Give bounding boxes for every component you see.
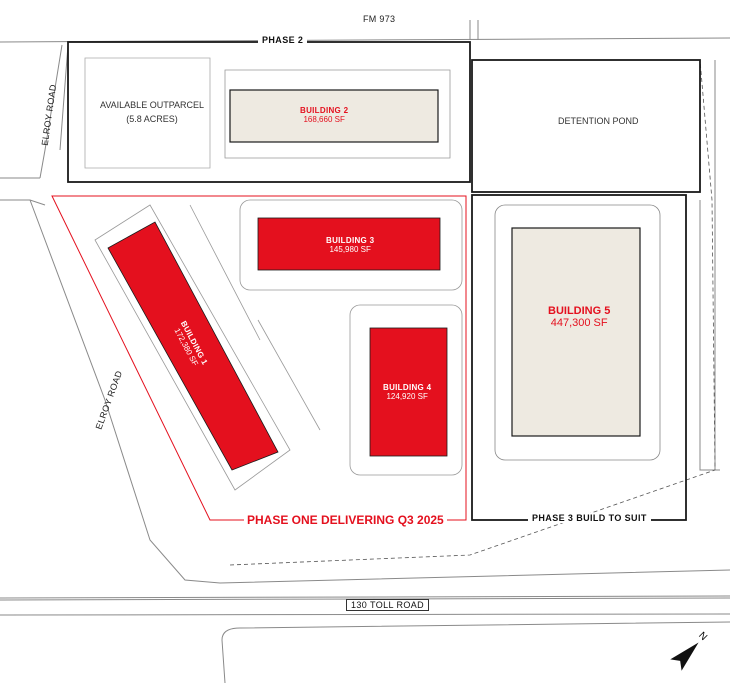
building-4-footprint <box>369 327 448 457</box>
building-5-name: BUILDING 5 <box>548 305 611 317</box>
phase2-drive <box>224 69 451 159</box>
building-3-footprint <box>257 217 441 271</box>
outparcel-boundary <box>84 57 211 169</box>
building-2-footprint <box>229 89 439 143</box>
outparcel-acres: (5.8 ACRES) <box>126 114 178 124</box>
outparcel-label: AVAILABLE OUTPARCEL (5.8 ACRES) <box>100 98 204 126</box>
road-label-130-toll: 130 TOLL ROAD <box>346 599 430 611</box>
building-2-label: BUILDING 2 168,660 SF <box>300 106 348 124</box>
building-5-footprint <box>511 227 641 437</box>
building-3-name: BUILDING 3 <box>326 236 375 245</box>
road-label-fm973: FM 973 <box>363 14 396 24</box>
building-4-sf: 124,920 SF <box>386 392 428 401</box>
building-5-lot <box>494 204 661 461</box>
phase1-label: PHASE ONE DELIVERING Q3 2025 <box>244 513 447 527</box>
building-1-footprint <box>107 221 279 471</box>
building-2-name: BUILDING 2 <box>300 106 349 115</box>
building-3-sf: 145,980 SF <box>329 245 371 254</box>
phase3-label: PHASE 3 BUILD TO SUIT <box>528 513 651 523</box>
detention-pond-boundary <box>471 59 701 193</box>
detention-pond-label: DETENTION POND <box>558 116 639 126</box>
building-4-label: BUILDING 4 124,920 SF <box>383 383 431 401</box>
phase1-boundary <box>51 195 467 521</box>
building-3-label: BUILDING 3 145,980 SF <box>326 236 374 254</box>
phase1-drives <box>94 199 463 491</box>
building-4-name: BUILDING 4 <box>383 383 432 392</box>
outparcel-title: AVAILABLE OUTPARCEL <box>100 100 205 110</box>
building-5-sf: 447,300 SF <box>550 317 608 329</box>
building-5-label: BUILDING 5 447,300 SF <box>548 305 610 329</box>
road-edges <box>0 20 730 683</box>
north-arrow-icon <box>670 642 699 671</box>
building-2-sf: 168,660 SF <box>303 115 345 124</box>
phase2-label: PHASE 2 <box>258 35 308 45</box>
dashed-boundaries <box>229 59 716 566</box>
